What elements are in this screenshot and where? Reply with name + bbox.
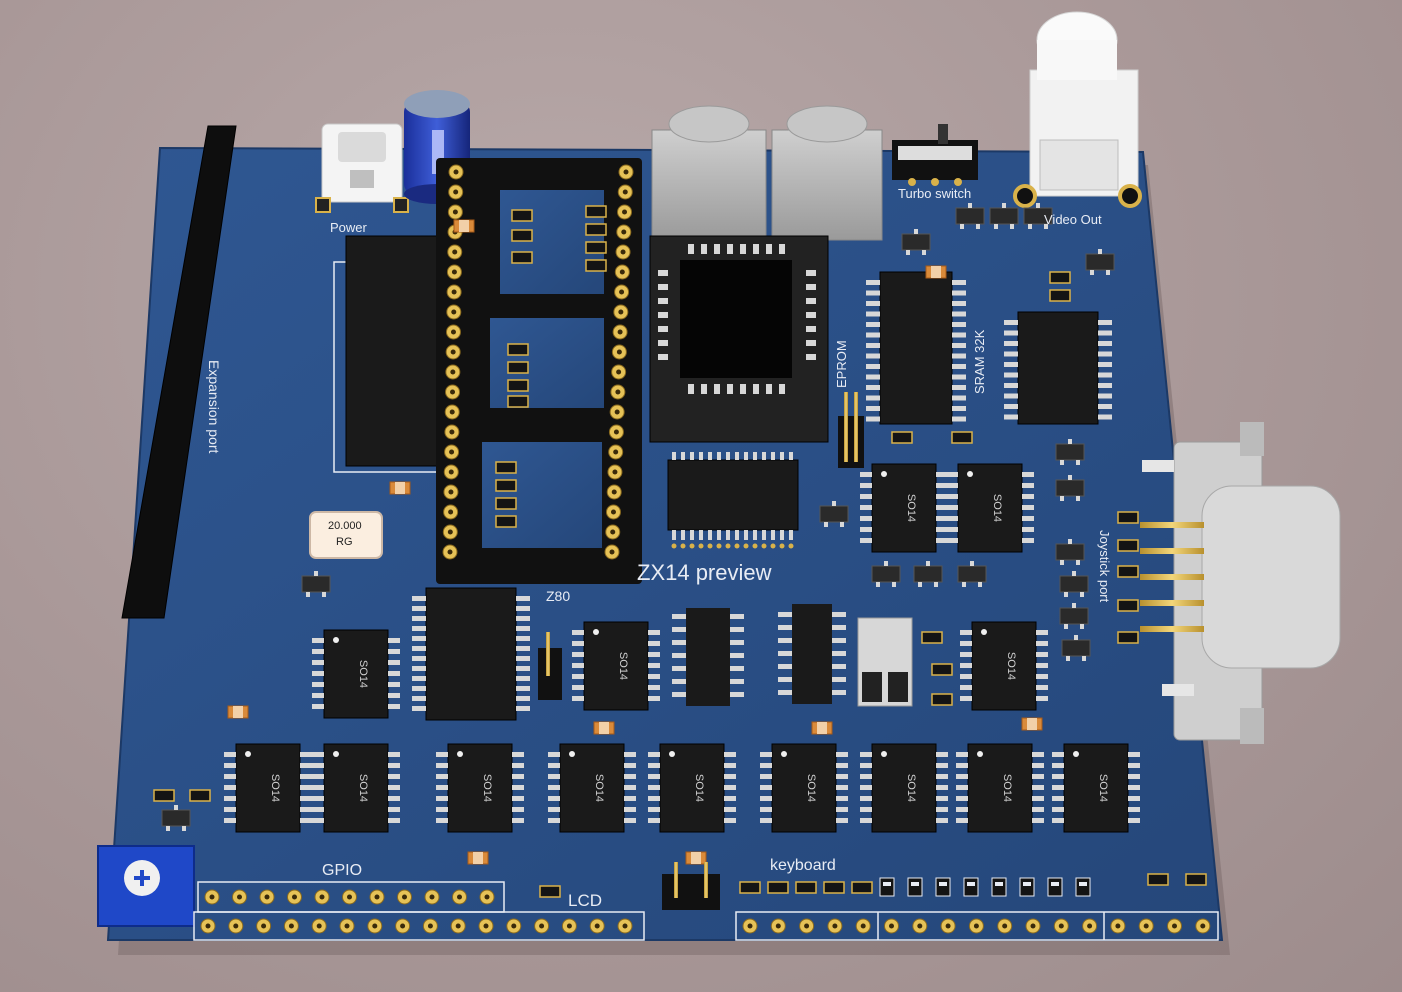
so14-marking: SO14 bbox=[617, 652, 629, 680]
so14-marking: SO14 bbox=[991, 494, 1003, 522]
eprom-jumper bbox=[838, 392, 864, 468]
label-z80: Z80 bbox=[546, 588, 571, 604]
jumper-left bbox=[538, 632, 562, 700]
so14-marking: SO14 bbox=[269, 774, 281, 802]
label-joystick-port: Joystick port bbox=[1097, 530, 1112, 603]
crystal-oscillator bbox=[309, 511, 383, 559]
rca-video-connector bbox=[1013, 11, 1142, 208]
audio-jacks bbox=[651, 105, 883, 241]
label-lcd: LCD bbox=[568, 891, 603, 910]
so14-marking: SO14 bbox=[905, 774, 917, 802]
so14-marking: SO14 bbox=[357, 660, 369, 688]
keyboard-header bbox=[735, 911, 1219, 941]
soic-chip-right bbox=[1004, 311, 1112, 425]
plcc-socket bbox=[649, 235, 829, 443]
so14-marking: SO14 bbox=[593, 774, 605, 802]
label-sram: SRAM 32K bbox=[972, 329, 987, 394]
so14-marking: SO14 bbox=[693, 774, 705, 802]
soic-chip-mid bbox=[672, 604, 846, 706]
gpio-header bbox=[193, 881, 645, 941]
usb-connector bbox=[315, 123, 409, 213]
so14-marking: SO14 bbox=[1001, 774, 1013, 802]
smd-passives bbox=[153, 203, 1207, 898]
board-title: ZX14 preview bbox=[637, 560, 772, 585]
label-eprom: EPROM bbox=[834, 340, 849, 388]
ssop-chip bbox=[667, 452, 799, 549]
so14-marking: SO14 bbox=[481, 774, 493, 802]
label-power: Power bbox=[330, 220, 367, 235]
so14-marking: SO14 bbox=[1005, 652, 1017, 680]
label-turbo-switch: Turbo switch bbox=[898, 186, 972, 201]
trimmer-potentiometer bbox=[97, 845, 195, 927]
expansion-header bbox=[81, 125, 285, 619]
label-gpio: GPIO bbox=[322, 862, 363, 879]
crystal-marking-2: RG bbox=[336, 536, 353, 548]
label-video-out: Video Out bbox=[1044, 212, 1102, 227]
so14-marking: SO14 bbox=[357, 774, 369, 802]
db9-connector bbox=[1140, 422, 1341, 744]
sram-chip bbox=[866, 271, 966, 425]
so14-marking: SO14 bbox=[1097, 774, 1109, 802]
so14-marking: SO14 bbox=[805, 774, 817, 802]
keyboard-jumper bbox=[662, 862, 720, 910]
turbo-switch bbox=[892, 124, 978, 186]
dip-switch bbox=[857, 617, 913, 707]
soic-chip-large bbox=[412, 587, 530, 721]
label-keyboard: keyboard bbox=[770, 857, 836, 874]
so14-marking: SO14 bbox=[905, 494, 917, 522]
label-expansion-port: Expansion port bbox=[206, 360, 222, 454]
crystal-marking-1: 20.000 bbox=[328, 520, 362, 532]
